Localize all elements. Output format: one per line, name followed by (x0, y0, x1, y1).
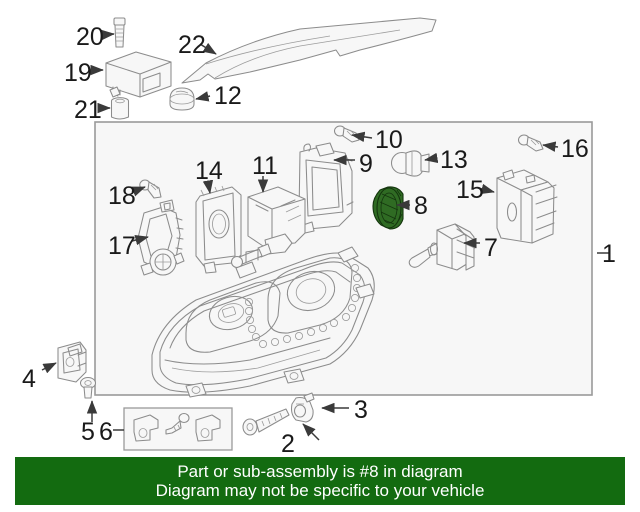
part-6-bracket-repair-kit (123, 407, 233, 451)
callout-21: 21 (74, 96, 102, 124)
headlamp-assembly (151, 246, 375, 398)
part-3-retaining-clip (290, 392, 315, 423)
callout-7: 7 (484, 234, 498, 262)
part-21-bushing-spacer (110, 97, 130, 120)
callout-9: 9 (359, 150, 373, 178)
part-16-screw (517, 134, 544, 152)
callout-20: 20 (76, 23, 104, 51)
part-19-control-unit-module (105, 51, 172, 98)
part-20-bolt (113, 17, 126, 48)
callout-leaders (41, 29, 610, 441)
part-8-bulb-access-cover-cap-highlighted (372, 186, 404, 230)
callout-22: 22 (178, 31, 206, 59)
part-15-ballast-control-module (496, 169, 558, 244)
callout-6: 6 (99, 418, 113, 446)
part-18-screw (139, 179, 162, 199)
callout-1: 1 (602, 240, 616, 268)
part-11-leveling-motor (230, 186, 306, 269)
part-7-xenon-bulb-igniter (408, 223, 476, 271)
part-22-trim-molding-strip (181, 17, 437, 84)
callout-12: 12 (214, 82, 242, 110)
callout-10: 10 (375, 126, 403, 154)
callout-18: 18 (108, 182, 136, 210)
callout-17: 17 (108, 232, 136, 260)
callout-3: 3 (354, 396, 368, 424)
callout-19: 19 (64, 59, 92, 87)
callout-11: 11 (252, 152, 278, 180)
callout-numbers: 1 2 3 4 5 6 7 8 9 10 11 12 13 14 15 16 1… (22, 23, 616, 458)
callout-15: 15 (456, 176, 484, 204)
part-14-cover-panel (195, 185, 242, 274)
callout-2: 2 (281, 430, 295, 458)
part-2-bolt (242, 408, 290, 436)
info-banner: Part or sub-assembly is #8 in diagram Di… (15, 457, 625, 505)
part-9-bezel-frame (298, 142, 354, 234)
callout-8: 8 (414, 192, 428, 220)
part-4-mounting-bracket (57, 341, 87, 383)
part-12-grommet-plug (169, 87, 195, 111)
banner-line-1: Part or sub-assembly is #8 in diagram (177, 461, 463, 481)
banner-line-2: Diagram may not be specific to your vehi… (155, 481, 485, 500)
callout-4: 4 (22, 365, 36, 393)
callout-5: 5 (81, 418, 95, 446)
callout-14: 14 (195, 157, 223, 185)
callout-13: 13 (440, 146, 468, 174)
part-17-adjuster-actuator (137, 199, 185, 276)
part-5-screw (79, 376, 97, 399)
callout-16: 16 (561, 135, 589, 163)
